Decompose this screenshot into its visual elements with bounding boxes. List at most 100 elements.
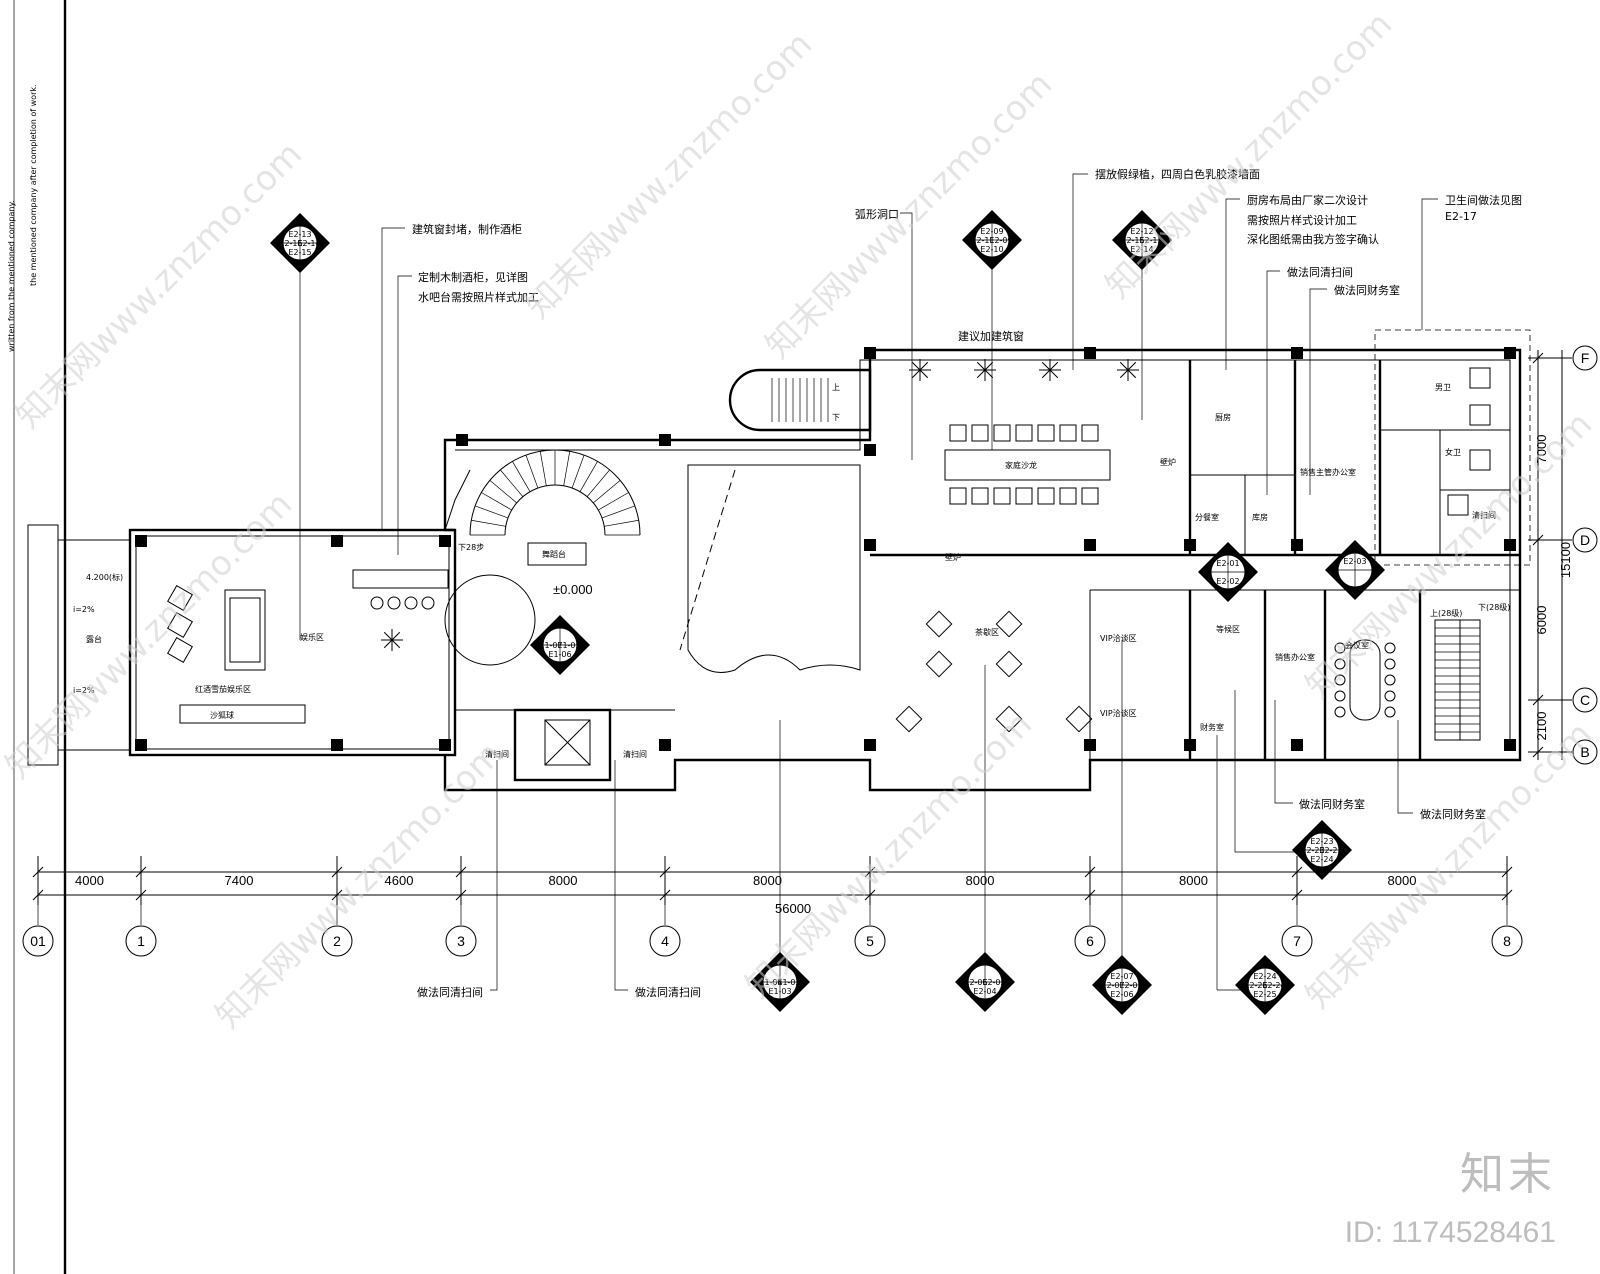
column [1291, 347, 1303, 359]
room-labels: 娱乐区 红酒雪茄娱乐区 沙狐球 露台 i=2% i=2% 4.200(标) 下2… [73, 383, 1510, 759]
chair [971, 424, 989, 442]
column [864, 539, 876, 551]
marker-label: E2-06 [964, 978, 987, 987]
column [331, 535, 343, 547]
dimension-label: 8000 [1388, 873, 1417, 888]
marker-label: E2-02 [1216, 577, 1239, 586]
axis-bubble [125, 925, 157, 957]
meeting-chair [1384, 658, 1396, 670]
bar-stool [387, 596, 401, 610]
axis-bubble [445, 925, 477, 957]
bar-stool [404, 596, 418, 610]
plant-symbols [381, 359, 1139, 651]
watermark-text: 知末网www.znzmo.com [518, 24, 820, 326]
marker-label: E1-02 [777, 978, 800, 987]
marker-label: D [1238, 980, 1244, 989]
marker-label: E2-07 [1110, 972, 1133, 981]
dimension-label: 4000 [75, 873, 104, 888]
marker-label: D [273, 238, 279, 247]
vip-2: VIP洽谈区 [1100, 708, 1137, 718]
armchair [167, 612, 193, 638]
marker-label: B [1286, 980, 1292, 989]
marker-label: C [1139, 259, 1145, 268]
marker-label: D [1295, 845, 1301, 854]
meeting-chair [1334, 706, 1346, 718]
marker-label: B [581, 640, 587, 649]
chair [1081, 424, 1099, 442]
note-custom-cabinet-1: 定制木制酒柜，见详图 [418, 270, 528, 284]
round-hall [444, 574, 536, 666]
marker-label: D [753, 977, 759, 986]
watermark-text: 知末网www.znzmo.com [738, 704, 1040, 1006]
note-toilet-ref-1: 卫生间做法见图 [1445, 193, 1522, 207]
marker-label: E2-16 [279, 239, 302, 248]
meeting-table [1349, 639, 1381, 721]
marker-leaders [299, 265, 1300, 991]
marker-label: A [1139, 212, 1145, 221]
vip-1: VIP洽谈区 [1100, 633, 1137, 643]
lounge-chair [995, 705, 1023, 733]
dimension-label: 8000 [549, 873, 578, 888]
female-wc: 女卫 [1445, 447, 1461, 457]
marker-label: D [533, 640, 539, 649]
marker-label: E2-25 [1253, 990, 1276, 999]
column [1504, 347, 1516, 359]
marker-label: B [801, 977, 807, 986]
note-same-finance-b2: 做法同财务室 [1420, 807, 1486, 821]
fireplace-1: 壁炉 [1160, 457, 1176, 467]
note-toilet-ref-2: E2-17 [1445, 210, 1477, 223]
clean-room-1: 清扫间 [485, 749, 509, 759]
chairs [895, 424, 1396, 733]
marker-label: E1-03 [768, 987, 791, 996]
axis-label: 7 [1293, 933, 1301, 949]
axis-bubble [22, 925, 54, 957]
building-walls [27, 329, 1531, 792]
lounge-chair [895, 705, 923, 733]
axis-label: 8 [1503, 933, 1511, 949]
column [1184, 739, 1196, 751]
note-plants: 摆放假绿植，四周白色乳胶漆墙面 [1095, 167, 1260, 181]
marker-label: E2-06 [1110, 990, 1133, 999]
axis-label: 01 [30, 933, 46, 949]
vertical-dimension: 7000 [1534, 435, 1549, 464]
cleaning-room: 清扫间 [1472, 510, 1496, 520]
axis-bubble [1572, 739, 1598, 765]
stair-up: 上(28级) [1430, 608, 1462, 618]
axis-label: B [1580, 744, 1589, 760]
section-marker: BE2-03 [1325, 540, 1385, 600]
marker-label: E2-09 [980, 227, 1003, 236]
stage-label: 舞蹈台 [542, 549, 566, 559]
marker-label: E2-14 [1130, 245, 1153, 254]
column [659, 739, 671, 751]
marker-label: A [1225, 544, 1231, 553]
stair-bump [771, 378, 829, 422]
bump-down: 下 [832, 413, 840, 422]
pool-table [224, 589, 266, 671]
marker-label: E2-04 [973, 987, 996, 996]
meeting-chair [1384, 706, 1396, 718]
axis-bubble [1572, 687, 1598, 713]
marker-label: C [557, 664, 563, 673]
meeting-chair [1334, 690, 1346, 702]
clean-room-2: 清扫间 [623, 749, 647, 759]
marker-label: E2-05 [1119, 981, 1142, 990]
brand-watermark: 知末 [1460, 1149, 1556, 1200]
meeting-chair [1384, 690, 1396, 702]
marker-label: E2-05 [982, 978, 1005, 987]
note-same-finance: 做法同财务室 [1334, 283, 1400, 297]
family-banquet: 家庭沙龙 [1005, 460, 1037, 470]
note-kitchen-1: 厨房布局由厂家二次设计 [1247, 193, 1368, 207]
lounge-chair [1065, 705, 1093, 733]
meeting-room: 会议室 [1345, 640, 1369, 650]
dimension-label: 4600 [385, 873, 414, 888]
column [1084, 347, 1096, 359]
chair [993, 424, 1011, 442]
fireplace-2: 壁炉 [945, 552, 961, 562]
marker-label: E2-12 [1130, 227, 1153, 236]
room-leisure: 娱乐区 [300, 632, 324, 642]
note-arch-opening: 弧形洞口 [855, 207, 899, 221]
marker-label: C [1225, 591, 1231, 600]
